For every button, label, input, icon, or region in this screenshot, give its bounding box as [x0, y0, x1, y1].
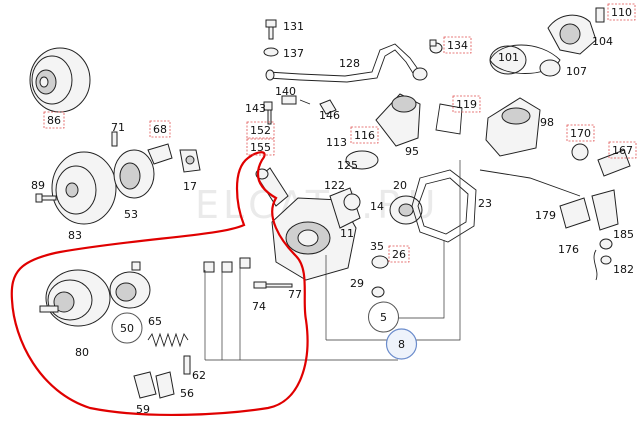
callout-74[interactable]: 74	[252, 300, 266, 313]
bolts-74-77-drawing	[203, 257, 293, 289]
clip-56-59-drawing	[133, 355, 191, 399]
pulley-80-drawing	[39, 269, 111, 327]
pipe-128-drawing	[265, 43, 428, 83]
bolt-89-drawing	[35, 193, 57, 203]
highlight-loop	[10, 151, 309, 417]
pulley-86-drawing	[29, 47, 91, 113]
callout-116[interactable]: 116	[354, 129, 375, 142]
callout-113[interactable]: 113	[326, 136, 347, 149]
callout-137[interactable]: 137	[283, 47, 304, 60]
callout-circle-5	[368, 301, 399, 333]
callout-box-155	[246, 138, 275, 156]
callout-59[interactable]: 59	[136, 403, 150, 416]
callout-26[interactable]: 26	[392, 248, 406, 261]
callout-box-116	[350, 126, 379, 144]
callout-182[interactable]: 182	[613, 263, 634, 276]
callout-152[interactable]: 152	[250, 124, 271, 137]
callout-86[interactable]: 86	[47, 114, 61, 127]
grouping-lines	[204, 160, 461, 361]
callout-176[interactable]: 176	[558, 243, 579, 256]
fitting-167-drawing	[571, 143, 631, 177]
callout-131[interactable]: 131	[283, 20, 304, 33]
callout-17[interactable]: 17	[183, 180, 197, 193]
callout-143[interactable]: 143	[245, 102, 266, 115]
hose-122-drawing	[329, 150, 379, 229]
callout-box-119	[452, 95, 481, 113]
callout-box-152	[246, 121, 275, 139]
thermostat-housing-95-drawing	[375, 93, 463, 147]
spring-drawing	[147, 332, 189, 348]
bracket-140-drawing	[263, 95, 337, 125]
fitting-134-drawing	[429, 39, 443, 54]
callout-119[interactable]: 119	[456, 98, 477, 111]
callout-8[interactable]: 8	[398, 338, 405, 351]
callout-146[interactable]: 146	[319, 109, 340, 122]
housing-104-drawing	[489, 7, 605, 77]
callout-134[interactable]: 134	[447, 39, 468, 52]
callout-170[interactable]: 170	[570, 127, 591, 140]
callout-167[interactable]: 167	[612, 144, 633, 157]
callout-110[interactable]: 110	[611, 6, 632, 19]
callout-23[interactable]: 23	[478, 197, 492, 210]
callout-122[interactable]: 122	[324, 179, 345, 192]
housing-98-drawing	[485, 97, 541, 157]
callout-56[interactable]: 56	[180, 387, 194, 400]
callout-box-134	[443, 36, 472, 54]
gasket-23-drawing	[411, 169, 477, 243]
callout-20[interactable]: 20	[393, 179, 407, 192]
callout-labels: 110 131 137 134 104 101 107 128 86 140 143 146 119 98…	[31, 3, 637, 416]
callout-98[interactable]: 98	[540, 116, 554, 129]
callout-140[interactable]: 140	[275, 85, 296, 98]
callout-80[interactable]: 80	[75, 346, 89, 359]
callout-circle-8	[385, 328, 418, 360]
callout-77[interactable]: 77	[288, 288, 302, 301]
bolt-131-drawing	[263, 19, 279, 57]
callout-155[interactable]: 155	[250, 141, 271, 154]
callout-5[interactable]: 5	[380, 311, 387, 324]
water-pump-drawing	[255, 167, 357, 281]
callout-box-167	[608, 141, 637, 159]
callout-50[interactable]: 50	[120, 322, 134, 335]
callout-14[interactable]: 14	[370, 200, 384, 213]
callout-107[interactable]: 107	[566, 65, 587, 78]
callout-65[interactable]: 65	[148, 315, 162, 328]
callout-29[interactable]: 29	[350, 277, 364, 290]
callout-125[interactable]: 125	[337, 159, 358, 172]
callout-circle-50	[111, 312, 143, 344]
fitting-26-drawing	[371, 255, 389, 298]
callout-185[interactable]: 185	[613, 228, 634, 241]
part-17-drawing	[179, 149, 201, 173]
tensioner-65-drawing	[109, 261, 151, 309]
callout-11[interactable]: 11	[340, 227, 354, 240]
housing-176-drawing	[479, 169, 619, 281]
callout-box-26	[388, 245, 410, 263]
callout-71[interactable]: 71	[111, 121, 125, 134]
callout-68[interactable]: 68	[153, 123, 167, 136]
callout-104[interactable]: 104	[592, 35, 613, 48]
callout-62[interactable]: 62	[192, 369, 206, 382]
callout-box-170	[566, 124, 595, 142]
callout-89[interactable]: 89	[31, 179, 45, 192]
callout-83[interactable]: 83	[68, 229, 82, 242]
callout-box-110	[607, 3, 636, 21]
callout-101[interactable]: 101	[498, 51, 519, 64]
tensioner-53-drawing	[111, 131, 173, 199]
callout-128[interactable]: 128	[339, 57, 360, 70]
callout-35[interactable]: 35	[370, 240, 384, 253]
callout-53[interactable]: 53	[124, 208, 138, 221]
impeller-20-drawing	[389, 195, 423, 225]
callout-box-68	[149, 120, 171, 138]
callout-box-86	[43, 111, 65, 129]
callout-95[interactable]: 95	[405, 145, 419, 158]
callout-179[interactable]: 179	[535, 209, 556, 222]
pulley-83-drawing	[51, 151, 117, 225]
